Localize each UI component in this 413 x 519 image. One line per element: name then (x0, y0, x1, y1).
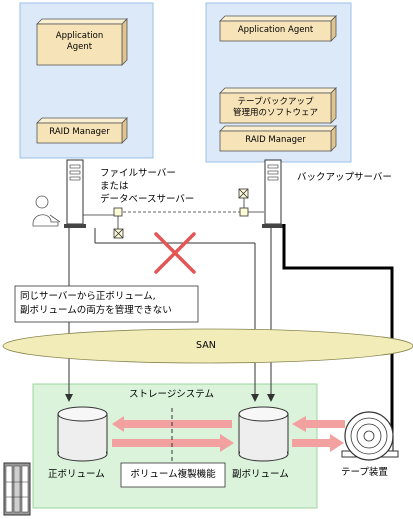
right-raid-box (219, 125, 337, 152)
replication-function-label: ボリューム複製機能 (130, 469, 216, 480)
replication-arrow-right (112, 434, 234, 452)
san-label: SAN (196, 340, 216, 351)
replication-function-box (120, 462, 226, 488)
right-hub-square (239, 207, 249, 217)
secondary-volume-cylinder (238, 406, 289, 462)
arrowhead-right (267, 394, 275, 402)
right-server-caption: バックアップサーバー (297, 172, 392, 183)
tape-device-label: テープ装置 (341, 467, 388, 478)
arrowhead-middle (251, 394, 259, 402)
storage-rack-icon (3, 462, 31, 516)
secondary-volume-label: 副ボリューム (232, 469, 289, 480)
left-hub-square (113, 207, 123, 217)
right-tape-software-box (219, 87, 337, 124)
left-server-caption-2: または (100, 181, 129, 192)
right-hub-x (238, 188, 249, 199)
right-raid-label: RAID Manager (245, 135, 306, 145)
primary-volume-cylinder (57, 406, 108, 462)
tape-arrow-in (292, 416, 345, 432)
warning-note-box (14, 285, 199, 323)
arrowhead-left (65, 394, 73, 402)
left-raid-box (36, 117, 128, 144)
left-server-caption-3: データベースサーバー (100, 194, 195, 205)
left-server-tower (64, 159, 86, 228)
storage-system-title: ストレージシステム (129, 389, 215, 400)
left-agent-label: Application Agent (55, 31, 104, 52)
tape-arrow-out (292, 434, 344, 452)
san-ellipse (2, 328, 413, 364)
left-server-caption-1: ファイルサーバー (100, 168, 176, 179)
right-tape-software-label: テープバックアップ 管理用のソフトウェア (232, 97, 318, 118)
tape-device-icon (341, 411, 399, 461)
right-server-tower (262, 159, 284, 228)
prohibited-x-mark (154, 232, 196, 274)
warning-note-text: 同じサーバーから正ボリューム, 副ボリュームの両方を管理できない (20, 291, 172, 316)
user-icon (32, 195, 61, 227)
right-agent-label: Application Agent (237, 25, 314, 35)
primary-volume-label: 正ボリューム (48, 469, 105, 480)
right-agent-box (219, 15, 337, 42)
left-raid-label: RAID Manager (49, 127, 110, 137)
left-agent-box (36, 18, 128, 66)
left-hub-x (113, 228, 124, 239)
